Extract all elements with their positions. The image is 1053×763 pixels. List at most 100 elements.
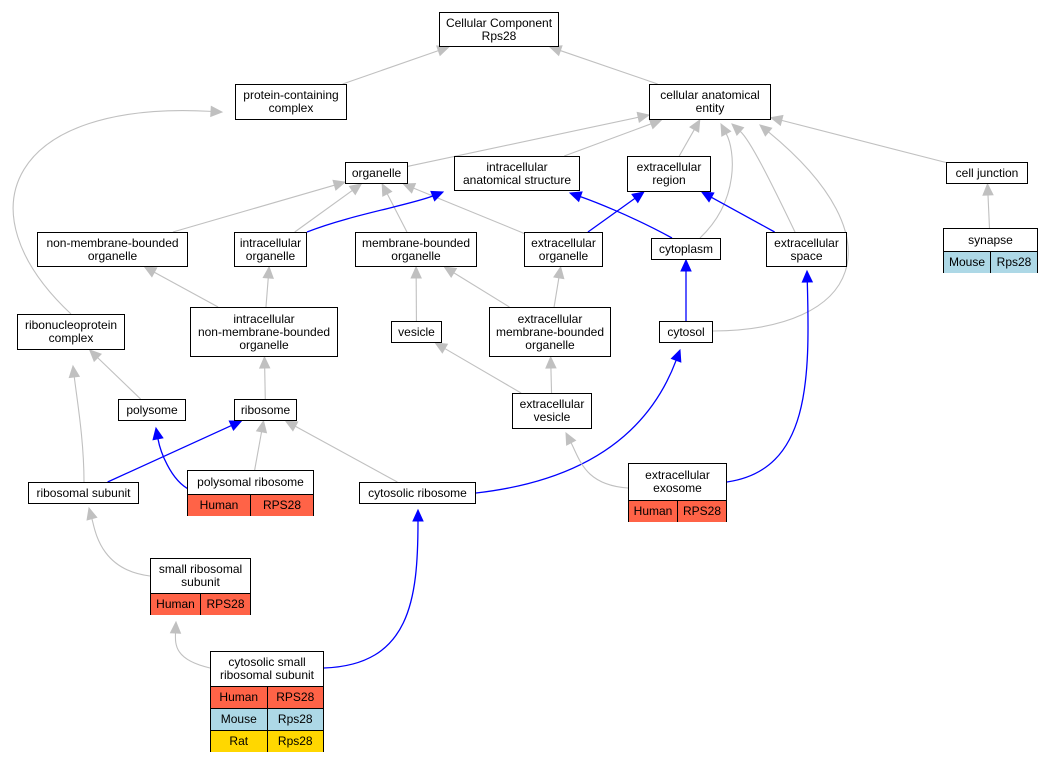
arrowhead-rnp-to-pcc bbox=[210, 105, 224, 118]
node-label: synapse bbox=[968, 232, 1013, 247]
edge-celljunction-to-cae-is-a bbox=[781, 119, 947, 164]
edge-ecspace-to-ecregion-part-of bbox=[711, 196, 775, 233]
edge-cytosmall-to-cytorib-part-of bbox=[323, 520, 419, 669]
node-ribsub[interactable]: ribosomal subunit bbox=[28, 482, 139, 504]
edge-icorg-to-organelle-is-a bbox=[294, 189, 353, 233]
node-cytorib[interactable]: cytosolic ribosome bbox=[359, 482, 476, 504]
species-name: Rat bbox=[229, 734, 249, 748]
node-label: non-membrane-bounded organelle bbox=[46, 235, 179, 263]
arrowhead-cytosmall-to-smallsub bbox=[169, 620, 182, 634]
node-celljunction[interactable]: cell junction bbox=[946, 162, 1028, 184]
arrowhead-ecvesicle-to-ecmbo bbox=[545, 355, 557, 369]
gene-symbol: RPS28 bbox=[250, 495, 313, 516]
node-label: membrane-bounded organelle bbox=[361, 235, 471, 263]
node-label: extracellular vesicle bbox=[519, 397, 585, 424]
node-label: cell junction bbox=[955, 165, 1019, 180]
edge-synapse-to-celljunction-is-a bbox=[987, 194, 991, 229]
arrowhead-vesicle-to-mbo bbox=[410, 265, 422, 279]
edge-cytosmall-to-smallsub-is-a bbox=[174, 632, 211, 669]
node-label: cytosolic ribosome bbox=[368, 485, 467, 500]
node-label: extracellular space bbox=[774, 235, 839, 263]
arrowhead-synapse-to-celljunction bbox=[982, 182, 994, 196]
edge-cytoplasm-to-cae-is-a bbox=[699, 133, 733, 239]
arrowhead-pcc-to-root bbox=[436, 45, 450, 57]
node-icorg[interactable]: intracellular organelle bbox=[234, 232, 307, 267]
edge-cytosol-to-cae-is-a bbox=[712, 131, 849, 332]
node-label: small ribosomal subunit bbox=[158, 562, 243, 589]
species-name: Human bbox=[156, 597, 195, 611]
edge-ribsub-to-rnp-is-a bbox=[73, 376, 85, 483]
edge-icnmbo-to-nmbo-is-a bbox=[154, 271, 219, 308]
node-icnmbo[interactable]: intracellular non-membrane-bounded organ… bbox=[190, 307, 338, 357]
node-label: vesicle bbox=[398, 324, 435, 339]
node-cytoplasm[interactable]: cytoplasm bbox=[651, 238, 721, 260]
arrowhead-ecregion-to-cae bbox=[689, 118, 701, 133]
node-ecmbo[interactable]: extracellular membrane-bounded organelle bbox=[489, 307, 611, 357]
node-ecvesicle[interactable]: extracellular vesicle bbox=[512, 393, 592, 429]
node-label: ribosome bbox=[240, 402, 291, 417]
edge-icnmbo-to-icorg-is-a bbox=[265, 277, 269, 308]
arrowhead-ribsub-to-rnp bbox=[68, 364, 81, 379]
arrowhead-ecmbo-to-mbo bbox=[443, 266, 458, 278]
node-label: extracellular organelle bbox=[531, 235, 596, 263]
node-label: intracellular anatomical structure bbox=[462, 159, 572, 187]
arrowhead-cytorib-to-ribosome bbox=[284, 420, 299, 432]
node-ribosome[interactable]: ribosome bbox=[234, 399, 297, 421]
arrowhead-ecspace-to-ecregion bbox=[700, 191, 715, 203]
edge-ecvesicle-to-ecmbo-is-a bbox=[550, 367, 553, 394]
species-name: Mouse bbox=[220, 712, 257, 726]
arrowhead-ecspace-to-cae bbox=[731, 123, 745, 136]
node-root[interactable]: Cellular Component Rps28 bbox=[439, 12, 559, 47]
species-name: Mouse bbox=[948, 255, 986, 269]
node-ias[interactable]: intracellular anatomical structure bbox=[454, 156, 580, 191]
arrowhead-exosome-to-ecspace bbox=[801, 269, 814, 283]
arrowhead-ribosome-to-icnmbo bbox=[258, 355, 271, 369]
node-polysome[interactable]: polysome bbox=[118, 399, 186, 421]
edge-exosome-to-ecspace-part-of bbox=[726, 281, 809, 483]
node-ecorg[interactable]: extracellular organelle bbox=[524, 232, 603, 267]
edge-ecorg-to-ecregion-part-of bbox=[587, 197, 636, 233]
node-label: cytosolic small ribosomal subunit bbox=[219, 655, 315, 682]
arrowhead-cytoplasm-to-ias bbox=[568, 191, 583, 203]
arrowhead-ecmbo-to-ecorg bbox=[553, 265, 565, 280]
node-label: cytosol bbox=[667, 324, 705, 339]
edge-ecorg-to-organelle-is-a bbox=[413, 187, 525, 234]
gene-symbol: RPS28 bbox=[677, 501, 726, 522]
arrowhead-cytosol-to-cae bbox=[759, 124, 773, 137]
arrowhead-smallsub-to-ribsub bbox=[86, 506, 98, 521]
edge-ribsub-to-ribosome-part-of bbox=[107, 424, 232, 483]
arrowhead-icorg-to-organelle bbox=[348, 183, 363, 196]
node-cytosol[interactable]: cytosol bbox=[659, 321, 713, 343]
gene-symbol: Rps28 bbox=[990, 252, 1037, 273]
edge-icorg-to-ias-part-of bbox=[306, 195, 434, 233]
node-label: polysomal ribosome bbox=[197, 475, 304, 489]
arrowhead-nmbo-to-organelle bbox=[332, 179, 347, 191]
node-ecregion[interactable]: extracellular region bbox=[627, 156, 711, 192]
node-label: cytoplasm bbox=[658, 241, 714, 256]
arrowhead-polysome-to-rnp bbox=[88, 349, 102, 363]
edge-ecregion-to-cae-is-a bbox=[678, 129, 695, 157]
arrowhead-ecorg-to-ecregion bbox=[631, 191, 645, 204]
edge-rnp-to-pcc-is-a bbox=[12, 110, 212, 315]
node-cae[interactable]: cellular anatomical entity bbox=[649, 84, 771, 120]
node-ecspace[interactable]: extracellular space bbox=[766, 232, 847, 267]
node-vesicle[interactable]: vesicle bbox=[391, 321, 442, 343]
species-name: Human bbox=[219, 690, 259, 704]
species-name: Human bbox=[199, 498, 239, 512]
node-mbo[interactable]: membrane-bounded organelle bbox=[355, 232, 477, 267]
node-label: intracellular organelle bbox=[239, 235, 302, 263]
node-nmbo[interactable]: non-membrane-bounded organelle bbox=[37, 232, 188, 267]
node-pcc[interactable]: protein-containing complex bbox=[235, 84, 347, 120]
node-rnp[interactable]: ribonucleoprotein complex bbox=[17, 314, 125, 350]
arrowhead-cytoplasm-to-cae bbox=[720, 122, 732, 137]
node-organelle[interactable]: organelle bbox=[345, 162, 408, 184]
